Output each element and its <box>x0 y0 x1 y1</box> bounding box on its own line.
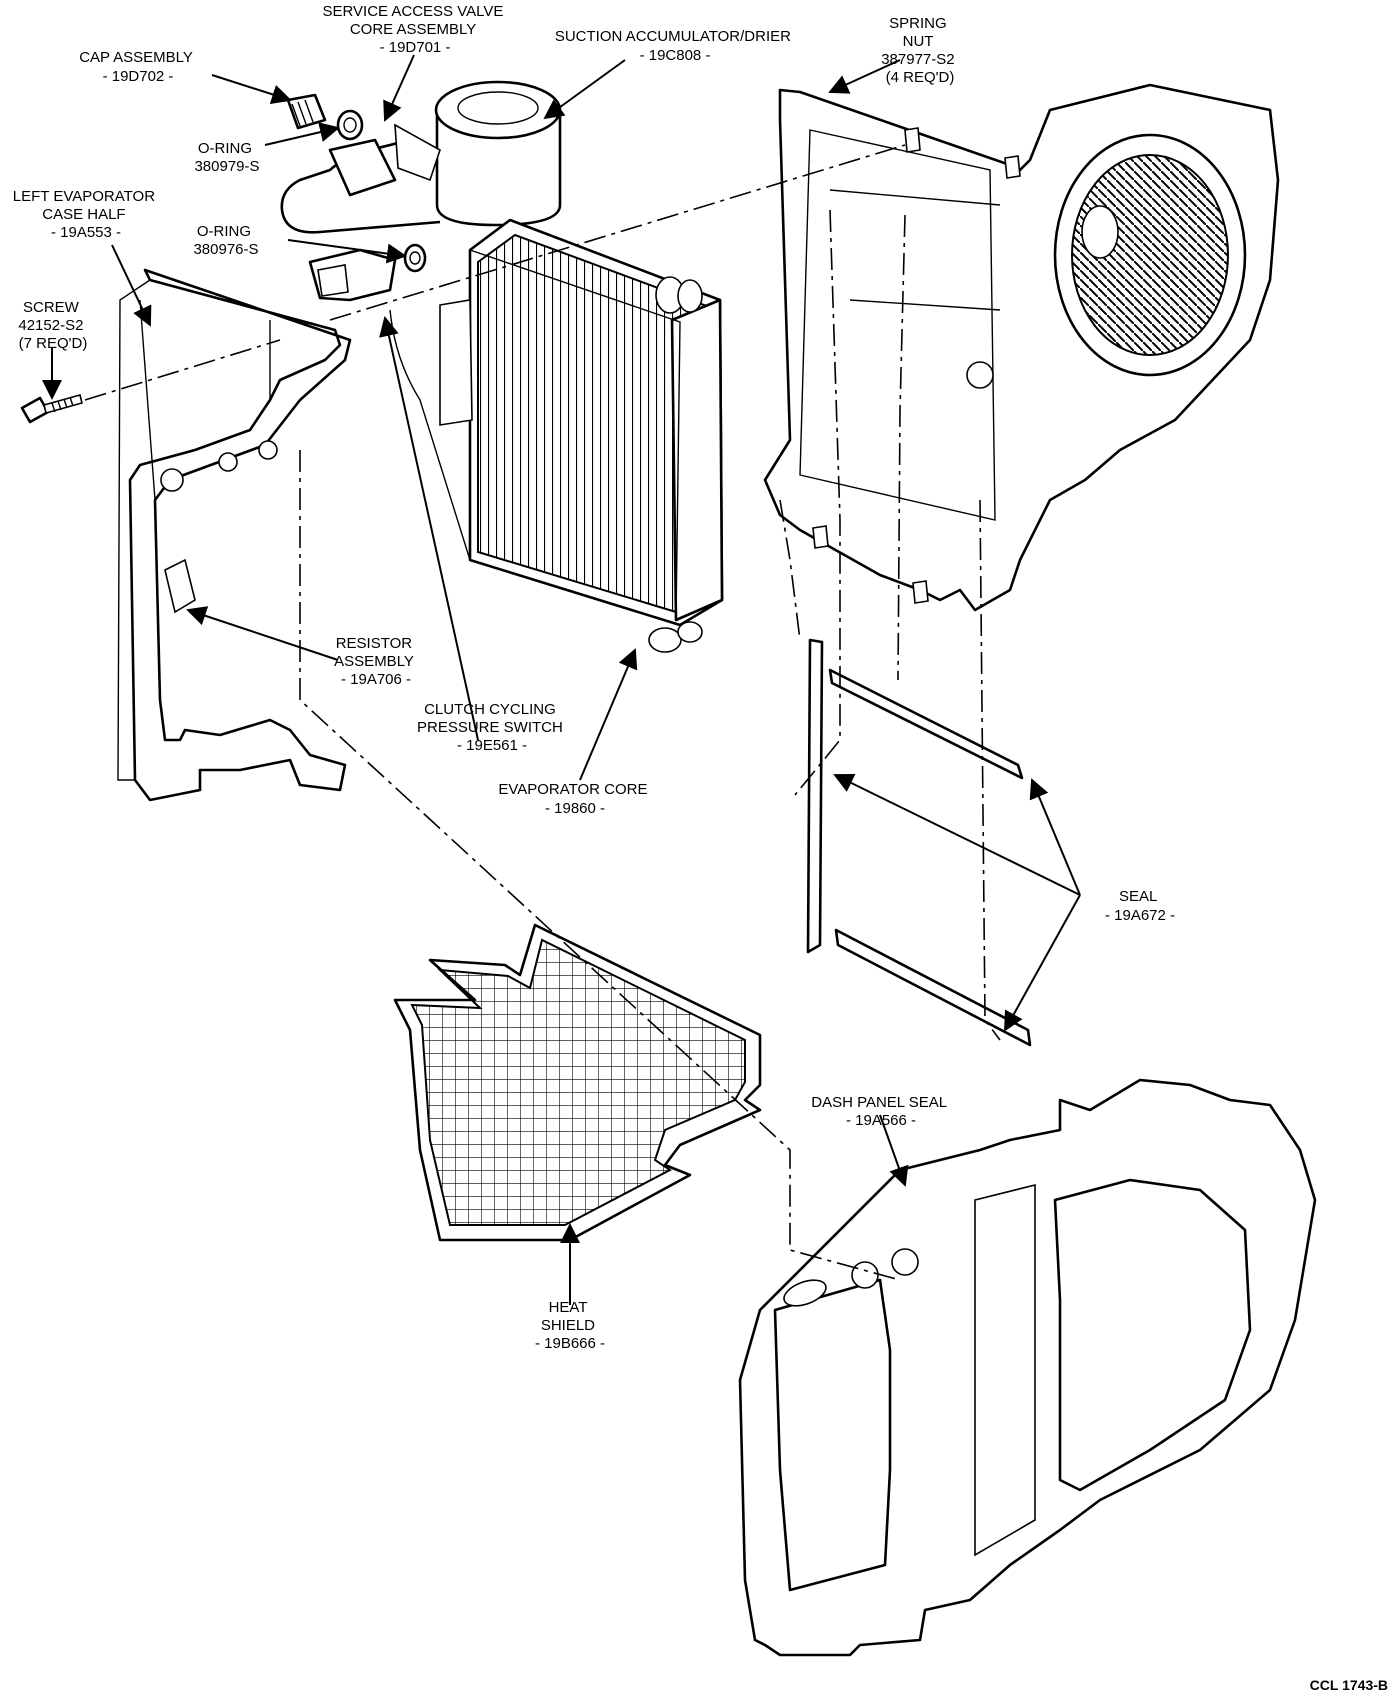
blower-housing <box>763 83 1280 612</box>
label-resistor-assembly: RESISTOR ASSEMBLY - 19A706 - <box>334 635 418 688</box>
label-suction-accumulator: SUCTION ACCUMULATOR/DRIER - 19C808 - <box>555 28 795 64</box>
label-spring-nut: SPRING NUT 387977-S2 (4 REQ'D) <box>881 15 959 86</box>
figure-code: CCL 1743-B <box>1310 1677 1388 1693</box>
alignment-lines <box>84 144 1001 1281</box>
label-evaporator-core: EVAPORATOR CORE - 19860 - <box>498 781 651 817</box>
label-service-access-valve: SERVICE ACCESS VALVE CORE ASSEMBLY - 19D… <box>322 3 507 56</box>
cap-assembly <box>286 93 364 141</box>
seal-strips <box>806 638 1032 1047</box>
suction-accumulator-drier <box>434 80 562 227</box>
dash-panel-seal <box>738 1078 1317 1657</box>
label-cap-assembly: CAP ASSEMBLY - 19D702 - <box>79 49 197 85</box>
label-screw: SCREW 42152-S2 (7 REQ'D) <box>18 299 87 352</box>
refrigerant-lines <box>280 123 441 234</box>
label-o-ring-380976: O-RING 380976-S <box>193 223 258 258</box>
left-evaporator-case-half <box>117 268 352 802</box>
leader-lines <box>42 54 1081 1305</box>
screw <box>20 394 83 424</box>
evaporator-core <box>389 218 724 653</box>
label-dash-panel-seal: DASH PANEL SEAL - 19A566 - <box>811 1094 951 1129</box>
label-seal: SEAL - 19A672 - <box>1105 888 1175 924</box>
label-heat-shield: HEAT SHIELD - 19B666 - <box>535 1299 605 1352</box>
clutch-cycling-pressure-switch <box>308 243 427 302</box>
label-left-evaporator-case-half: LEFT EVAPORATOR CASE HALF - 19A553 - <box>13 188 159 241</box>
label-clutch-cycling-pressure-switch: CLUTCH CYCLING PRESSURE SWITCH - 19E561 … <box>417 701 567 754</box>
label-o-ring-380979: O-RING 380979-S <box>194 140 259 175</box>
heat-shield <box>393 923 762 1242</box>
